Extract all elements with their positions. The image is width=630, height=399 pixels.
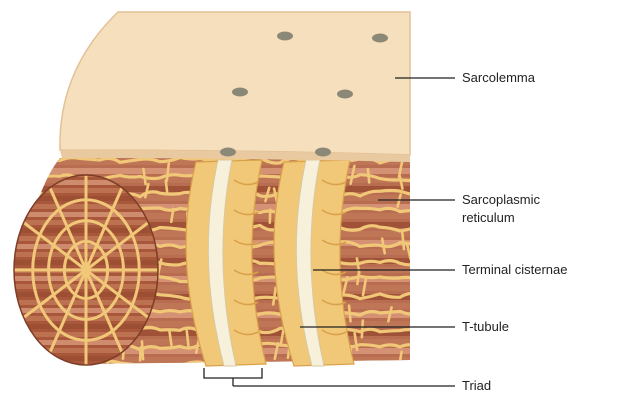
label-sarcoplasmic-reticulum-line1: Sarcoplasmic (462, 192, 540, 208)
label-sarcolemma: Sarcolemma (462, 70, 535, 86)
label-sarcoplasmic-reticulum-line2: reticulum (462, 210, 515, 226)
label-triad: Triad (462, 378, 491, 394)
sarcolemma-sheet (60, 12, 410, 162)
label-t-tubule: T-tubule (462, 319, 509, 335)
triad-bracket (204, 368, 262, 378)
label-terminal-cisternae: Terminal cisternae (462, 262, 568, 278)
